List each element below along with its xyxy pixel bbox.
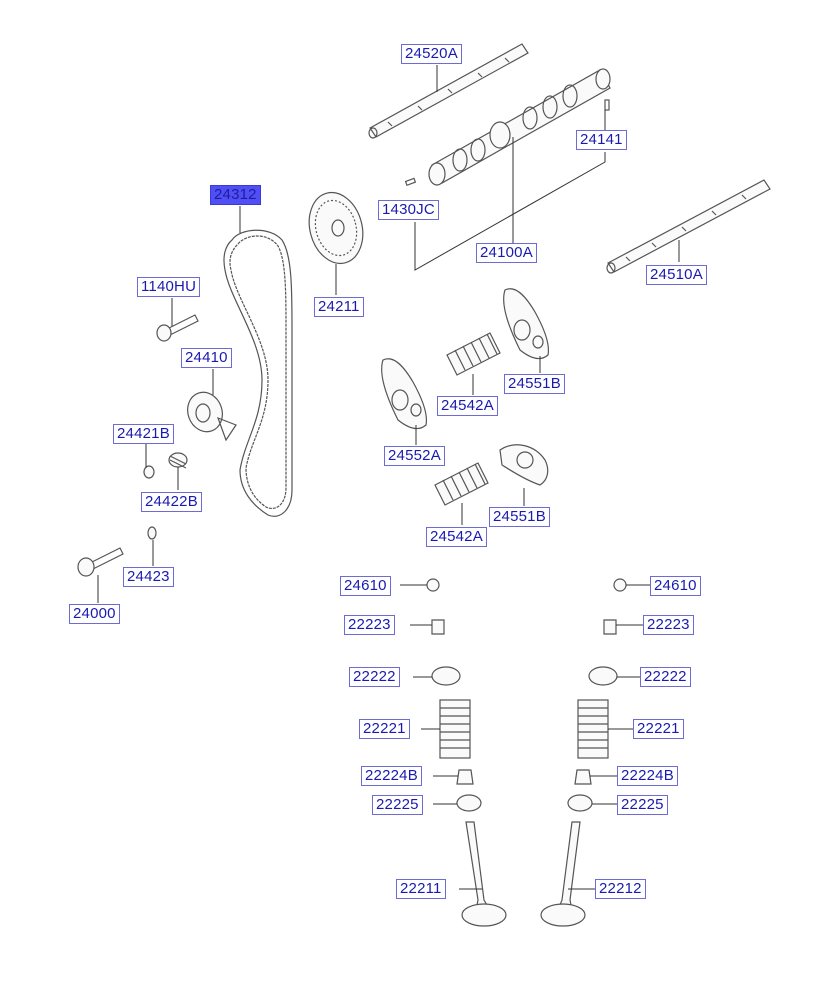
part-label-24551b-lower[interactable]: 24551B — [489, 507, 550, 527]
rocker-shaft-lower[interactable] — [606, 179, 771, 274]
part-label-24551b-upper[interactable]: 24551B — [504, 374, 565, 394]
pin-24141[interactable] — [604, 99, 610, 111]
seal-left[interactable] — [456, 769, 474, 785]
bolt-24000[interactable] — [77, 547, 124, 577]
part-label-24211[interactable]: 24211 — [314, 297, 364, 317]
part-label-22224b-left[interactable]: 22224B — [361, 766, 422, 786]
part-label-22225-right[interactable]: 22225 — [617, 795, 668, 815]
part-label-24552a[interactable]: 24552A — [384, 446, 445, 466]
camshaft[interactable] — [428, 68, 611, 186]
tensioner-pulley[interactable] — [182, 387, 237, 442]
part-label-24100a[interactable]: 24100A — [476, 243, 537, 263]
seal-right[interactable] — [574, 769, 592, 785]
washer-24421b[interactable] — [143, 465, 155, 479]
part-label-24542a-upper[interactable]: 24542A — [437, 396, 498, 416]
spring-24422b[interactable] — [168, 452, 188, 469]
part-label-24510a[interactable]: 24510A — [646, 265, 707, 285]
cotter-right[interactable] — [603, 619, 617, 635]
spring-seat-left[interactable] — [456, 794, 482, 812]
cotter-left[interactable] — [431, 619, 445, 635]
part-label-22221-left[interactable]: 22221 — [359, 719, 410, 739]
retainer-right[interactable] — [588, 666, 618, 686]
valve-intake[interactable] — [461, 821, 507, 927]
part-label-24542a-lower[interactable]: 24542A — [426, 527, 487, 547]
part-label-24423[interactable]: 24423 — [123, 567, 174, 587]
valve-exhaust[interactable] — [540, 821, 586, 927]
timing-belt[interactable] — [223, 229, 293, 517]
retainer-left[interactable] — [431, 666, 461, 686]
part-label-24610-right[interactable]: 24610 — [650, 576, 701, 596]
valve-spring-left[interactable] — [439, 699, 471, 759]
part-label-22222-left[interactable]: 22222 — [349, 667, 400, 687]
spring-seat-right[interactable] — [567, 794, 593, 812]
leader-lines — [97, 65, 680, 890]
part-label-22221-right[interactable]: 22221 — [633, 719, 684, 739]
valve-spring-right[interactable] — [577, 699, 609, 759]
rocker-arm-24551b-upper[interactable] — [503, 288, 550, 360]
part-label-1430jc[interactable]: 1430JC — [378, 200, 439, 220]
part-label-22225-left[interactable]: 22225 — [372, 795, 423, 815]
pin-1430jc[interactable] — [404, 177, 417, 187]
valve-seal-left[interactable] — [426, 578, 440, 592]
washer-24423[interactable] — [147, 526, 157, 540]
spring-24542a-lower[interactable] — [434, 462, 489, 506]
spring-24542a-upper[interactable] — [446, 332, 501, 376]
rocker-arm-24552a[interactable] — [381, 358, 428, 430]
cam-sprocket[interactable] — [302, 186, 371, 269]
part-label-22212[interactable]: 22212 — [595, 879, 646, 899]
part-label-24421b[interactable]: 24421B — [113, 424, 174, 444]
part-label-24422b[interactable]: 24422B — [141, 492, 202, 512]
valve-seal-right[interactable] — [613, 578, 627, 592]
part-label-24000[interactable]: 24000 — [69, 604, 120, 624]
part-label-24520a[interactable]: 24520A — [401, 44, 462, 64]
part-label-1140hu[interactable]: 1140HU — [137, 277, 201, 297]
part-label-22223-left[interactable]: 22223 — [344, 615, 395, 635]
part-label-24610-left[interactable]: 24610 — [340, 576, 391, 596]
part-label-22211[interactable]: 22211 — [396, 879, 446, 899]
bolt-1140hu[interactable] — [156, 314, 199, 342]
part-label-24410[interactable]: 24410 — [181, 348, 232, 368]
rocker-arm-24551b-lower[interactable] — [499, 444, 549, 486]
part-label-22222-right[interactable]: 22222 — [640, 667, 691, 687]
part-label-24141[interactable]: 24141 — [576, 130, 627, 150]
part-label-22223-right[interactable]: 22223 — [643, 615, 694, 635]
rocker-shaft-upper[interactable] — [368, 43, 529, 139]
part-label-22224b-right[interactable]: 22224B — [617, 766, 678, 786]
part-label-24312-selected[interactable]: 24312 — [210, 185, 261, 205]
